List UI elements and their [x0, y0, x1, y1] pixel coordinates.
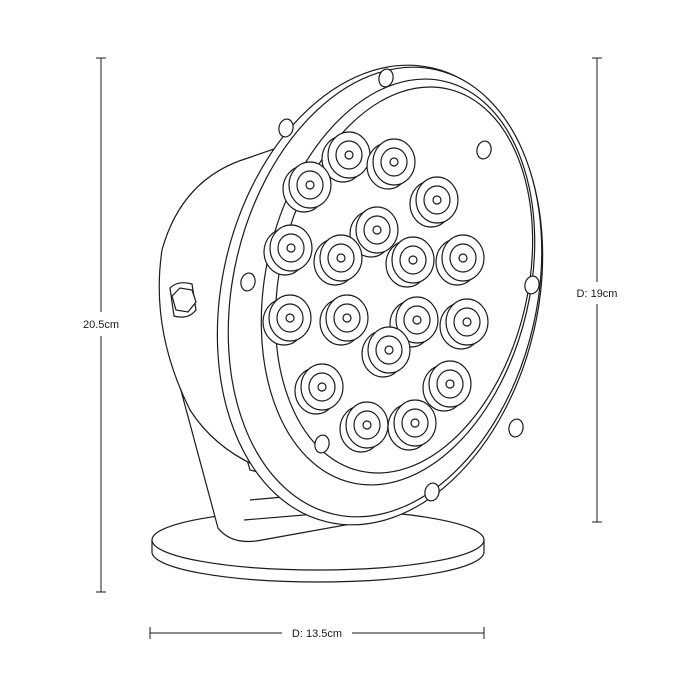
led-module: [366, 138, 416, 190]
led-module: [409, 176, 459, 228]
screw-hole: [424, 482, 440, 502]
diameter-label: D: 19cm: [577, 288, 618, 300]
led-module: [361, 326, 411, 378]
led-module: [387, 399, 437, 451]
led-module: [282, 161, 332, 213]
width-label: D: 13.5cm: [292, 628, 342, 640]
led-module: [339, 401, 389, 453]
led-module: [439, 298, 489, 350]
base-plate: [151, 509, 485, 583]
led-module: [313, 234, 363, 286]
diameter-dimension: D: 19cm: [577, 57, 618, 523]
led-module: [389, 296, 439, 348]
led-module: [262, 294, 312, 346]
led-module: [349, 206, 399, 258]
screw-hole: [476, 140, 492, 160]
screw-hole: [314, 434, 330, 454]
led-module: [294, 363, 344, 415]
screw-hole: [508, 418, 524, 438]
height-label: 20.5cm: [83, 319, 119, 331]
led-module: [321, 131, 371, 183]
height-dimension: 20.5cm: [83, 57, 119, 593]
width-dimension: D: 13.5cm: [149, 627, 485, 640]
screw-hole: [378, 68, 394, 88]
led-module: [319, 294, 369, 346]
pivot-bolt: [169, 282, 197, 318]
bezel-screws: [240, 68, 540, 502]
led-array: [262, 131, 489, 453]
screw-hole: [524, 275, 540, 295]
led-module: [435, 234, 485, 286]
led-module: [422, 360, 472, 412]
screw-hole: [278, 118, 294, 138]
led-module: [263, 224, 313, 276]
screw-hole: [240, 272, 256, 292]
led-module: [385, 236, 435, 288]
